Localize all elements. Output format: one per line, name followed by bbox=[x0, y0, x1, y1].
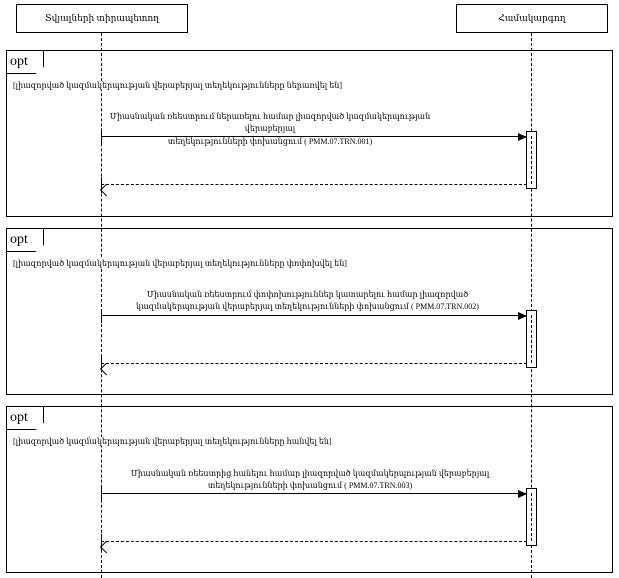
message-label-1: Միասնական ռեեստրում ներառելու համար լիազ… bbox=[109, 112, 431, 146]
fragment-guard-condition: [լիազորված կազմակերպության վերաբերյալ տե… bbox=[13, 81, 343, 90]
participant-data-owner[interactable]: Տվյալների տիրապետող bbox=[16, 4, 188, 33]
fragment-operator-label: opt bbox=[6, 50, 44, 74]
message-label-3: Միասնական ռեեստրից հանելու համար լիազորվ… bbox=[130, 469, 490, 491]
fragment-operator-label: opt bbox=[6, 228, 44, 252]
message-return-arrow-1[interactable] bbox=[101, 177, 527, 193]
participant-label: Տվյալների տիրապետող bbox=[45, 12, 159, 23]
lifeline-data-owner bbox=[101, 33, 102, 578]
message-label-2: Միասնական ռեեստրում փոփոխություններ կատա… bbox=[136, 290, 479, 312]
participant-coordinator[interactable]: Համակարգող bbox=[456, 4, 608, 33]
fragment-operator-label: opt bbox=[6, 406, 44, 430]
message-call-arrow-1[interactable] bbox=[101, 130, 527, 144]
message-call-arrow-3[interactable] bbox=[101, 487, 527, 501]
activation-bar-3 bbox=[526, 488, 537, 546]
participant-label: Համակարգող bbox=[498, 12, 566, 23]
opt-fragment-1[interactable]: opt [լիազորված կազմակերպության վերաբերյա… bbox=[6, 50, 613, 217]
opt-fragment-3[interactable]: opt [լիազորված կազմակերպության վերաբերյա… bbox=[6, 406, 613, 573]
opt-fragment-2[interactable]: opt [լիազորված կազմակերպության վերաբերյա… bbox=[6, 228, 613, 395]
lifeline-coordinator bbox=[531, 33, 532, 578]
message-return-arrow-3[interactable] bbox=[101, 534, 527, 550]
activation-bar-2 bbox=[526, 310, 537, 368]
fragment-guard-condition: [լիազորված կազմակերպության վերաբերյալ տե… bbox=[13, 437, 332, 446]
activation-bar-1 bbox=[526, 131, 537, 189]
message-call-arrow-2[interactable] bbox=[101, 309, 527, 323]
message-return-arrow-2[interactable] bbox=[101, 356, 527, 372]
fragment-guard-condition: [լիազորված կազմակերպության վերաբերյալ տե… bbox=[13, 259, 347, 268]
